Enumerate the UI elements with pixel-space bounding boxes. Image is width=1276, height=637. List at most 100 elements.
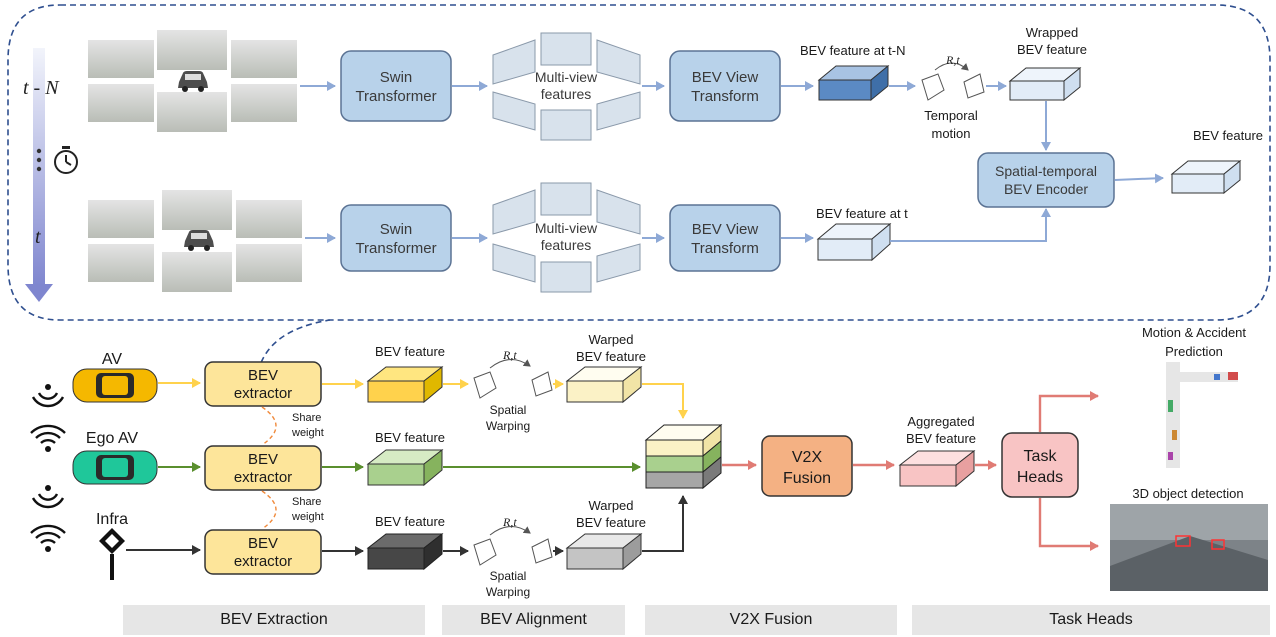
detection-output-label: 3D object detection <box>1132 486 1243 501</box>
bev-feature-ego-cube <box>366 448 444 487</box>
fusion-label: V2X <box>792 449 823 466</box>
extractor-label: extractor <box>234 469 292 486</box>
car-icon <box>184 230 214 251</box>
transform-label: Transform <box>691 240 759 257</box>
transform-label: BEV View <box>692 221 759 238</box>
stage-v2x-fusion: V2X Fusion <box>645 605 897 635</box>
car-yellow-icon <box>72 368 158 403</box>
panel-connector <box>257 319 331 373</box>
bev-view-transform-curr: BEV View Transform <box>669 204 781 272</box>
arrow <box>642 495 688 552</box>
swin-label: Swin <box>380 69 413 86</box>
warped-bev-av-cube <box>565 365 643 404</box>
fusion-label: Fusion <box>783 470 831 487</box>
bev-feature-label: BEV feature <box>375 344 445 359</box>
wrapped-bev-label: Wrapped <box>1026 25 1079 40</box>
camera-image <box>157 92 227 132</box>
temporal-panel-border <box>7 4 1271 321</box>
spatial-temporal-encoder: Spatial-temporal BEV Encoder <box>977 152 1115 208</box>
extractor-label: extractor <box>234 385 292 402</box>
camera-image <box>88 244 154 282</box>
spatial-warping-label: Warping <box>486 585 530 599</box>
stage-bev-alignment: BEV Alignment <box>442 605 625 635</box>
warp-symbol: R,t <box>502 348 517 362</box>
motion-output-label: Motion & Accident <box>1142 325 1246 340</box>
bev-feature-t-cube <box>816 222 892 262</box>
stage-task-heads: Task Heads <box>912 605 1270 635</box>
arrow <box>1038 498 1099 551</box>
multiview-features-curr: Multi-view features <box>492 182 641 293</box>
swin-label: Swin <box>380 221 413 238</box>
bev-extractor-av: BEV extractor <box>204 361 322 407</box>
bev-feature-t-n-cube <box>817 64 890 102</box>
spatial-warping-label: Spatial <box>490 569 527 583</box>
share-weight-label: weight <box>291 511 324 523</box>
camera-image <box>236 200 302 238</box>
share-weight-label: Share <box>292 496 321 508</box>
wifi-icon <box>30 524 66 552</box>
stage-bev-extraction: BEV Extraction <box>123 605 425 635</box>
multiview-label: Multi-view <box>535 69 598 85</box>
warped-bev-label: Warped <box>588 498 633 513</box>
bev-view-transform-prev: BEV View Transform <box>669 50 781 122</box>
extractor-label: BEV <box>248 535 278 552</box>
bev-extractor-infra: BEV extractor <box>204 529 322 575</box>
camera-views-curr <box>88 190 302 292</box>
swin-label: Transformer <box>355 88 436 105</box>
camera-image <box>162 190 232 230</box>
traffic-sign-icon <box>99 528 125 580</box>
bev-feature-t-label: BEV feature at t <box>816 206 908 221</box>
task-heads-block: Task Heads <box>1001 432 1079 498</box>
temporal-motion-label: motion <box>931 126 970 141</box>
extractor-label: BEV <box>248 367 278 384</box>
detection-scene-image <box>1110 504 1268 591</box>
encoder-label: Spatial-temporal <box>995 163 1097 179</box>
swin-transformer-curr: Swin Transformer <box>340 204 452 272</box>
transform-label: Transform <box>691 88 759 105</box>
camera-image <box>231 84 297 122</box>
agent-infra-label: Infra <box>96 511 128 528</box>
transform-label: BEV View <box>692 69 759 86</box>
encoder-label: BEV Encoder <box>1004 181 1088 197</box>
camera-views-prev <box>88 30 297 132</box>
task-heads-label: Task <box>1024 448 1058 465</box>
v2x-fusion-block: V2X Fusion <box>761 435 853 497</box>
camera-image <box>162 252 232 292</box>
multiview-features-prev: Multi-view features <box>492 32 641 141</box>
wrapped-bev-cube <box>1008 66 1082 102</box>
arrow <box>1038 391 1099 432</box>
warp-symbol: R,t <box>502 515 517 529</box>
camera-image <box>88 84 154 122</box>
camera-image <box>88 40 154 78</box>
aggregated-bev-cube <box>898 449 976 488</box>
arrow <box>1114 173 1164 184</box>
wrapped-bev-label: BEV feature <box>1017 42 1087 57</box>
multiview-label: Multi-view <box>535 220 598 236</box>
timeline-dot <box>36 157 42 163</box>
wireless-icon <box>31 485 65 509</box>
arrow <box>890 208 1051 242</box>
share-weight-link <box>261 406 277 446</box>
motion-symbol: R,t <box>945 53 960 67</box>
camera-image <box>236 244 302 282</box>
multiview-label: features <box>541 237 592 253</box>
agent-ego-label: Ego AV <box>86 430 139 447</box>
bev-feature-t-n-label: BEV feature at t-N <box>800 43 906 58</box>
timeline-t-minus-n: t - N <box>23 77 60 99</box>
output-bev-label: BEV feature <box>1193 128 1263 143</box>
spatial-warping-label: Warping <box>486 419 530 433</box>
agent-av-label: AV <box>102 351 122 368</box>
timeline: t - N t <box>23 48 78 302</box>
spatial-warping-label: Spatial <box>490 403 527 417</box>
motion-prediction-map <box>1126 362 1266 470</box>
wireless-icon <box>31 384 65 408</box>
warped-bev-infra-cube <box>565 532 643 571</box>
bev-feature-infra-cube <box>366 532 444 571</box>
share-weight-link <box>261 490 277 530</box>
aggregated-label: Aggregated <box>907 414 974 429</box>
task-heads-label: Heads <box>1017 469 1063 486</box>
car-icon <box>178 71 208 92</box>
arrow <box>642 383 688 419</box>
bev-extractor-ego: BEV extractor <box>204 445 322 491</box>
warped-bev-label: BEV feature <box>576 515 646 530</box>
